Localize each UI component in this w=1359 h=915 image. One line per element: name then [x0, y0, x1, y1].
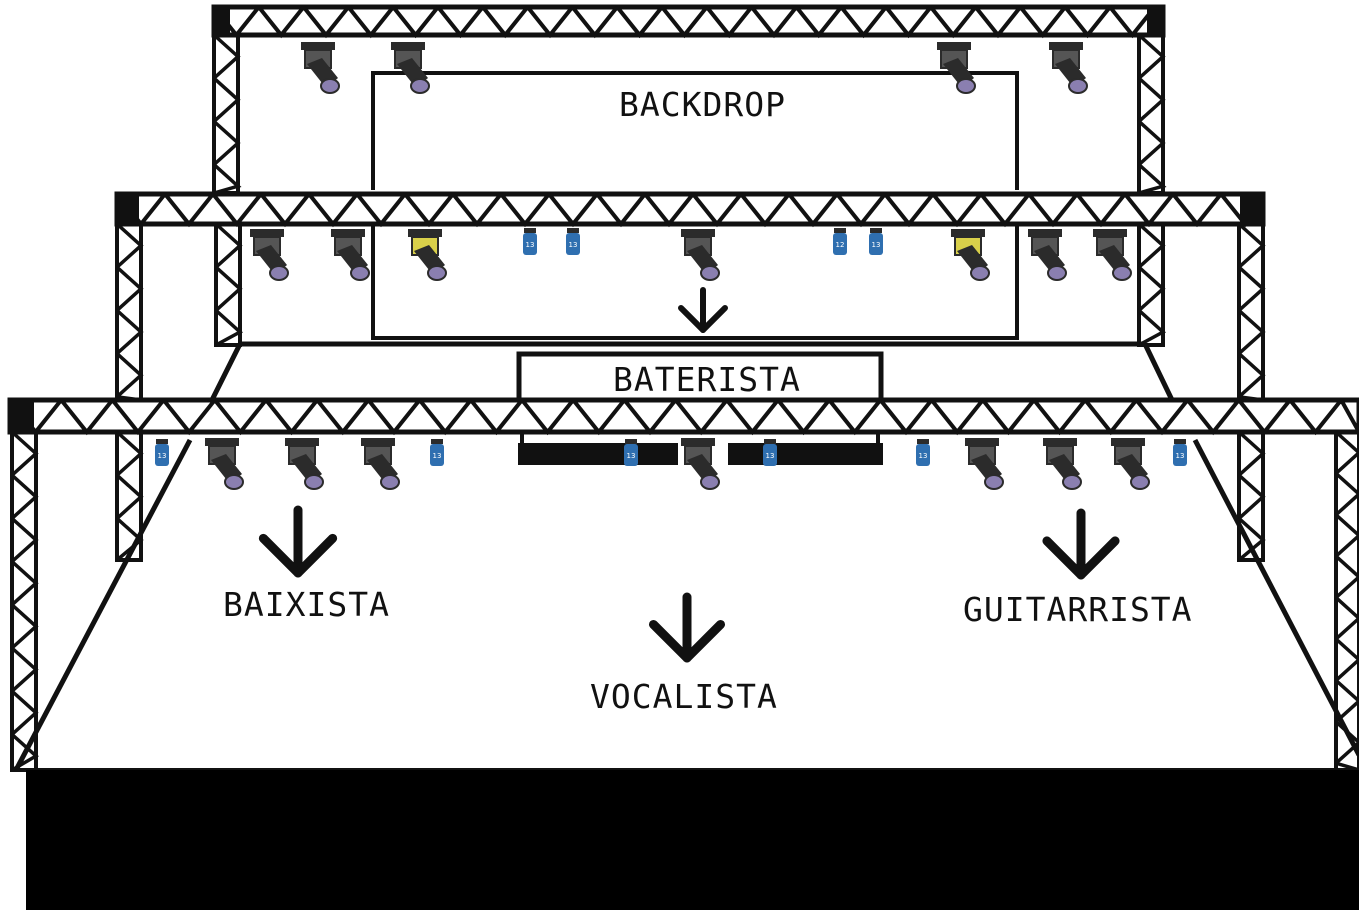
par-can-light-icon: 13 [430, 439, 444, 466]
svg-text:13: 13 [1176, 452, 1185, 460]
riser-bar-posts [520, 432, 880, 443]
arrow-down-icon [678, 287, 728, 333]
par-can-light-icon: 13 [869, 228, 883, 255]
moving-head-light-icon [681, 438, 720, 490]
svg-text:13: 13 [158, 452, 167, 460]
truss-mid-top [114, 191, 1266, 228]
arrow-layer [258, 287, 1120, 663]
backdrop-frame [371, 71, 1019, 190]
truss-mid-corner-left [117, 194, 139, 224]
stage-floor-right-edge [1192, 438, 1359, 757]
truss-back-top [211, 4, 1166, 39]
vocalist-label: VOCALISTA [590, 677, 778, 716]
moving-head-light-icon [285, 438, 324, 490]
par-can-light-icon: 13 [155, 439, 169, 466]
riser-bar-left [518, 443, 678, 465]
moving-head-light-icon [408, 229, 447, 281]
truss-mid-left-leg [115, 222, 144, 402]
moving-head-light-icon [250, 229, 289, 281]
guitarist-label: GUITARRISTA [963, 590, 1193, 629]
upper-stage-right-slope [1142, 342, 1175, 402]
truss-back-right-leg [1137, 33, 1167, 195]
truss-back-left-leg [212, 33, 242, 195]
arrow-down-icon [258, 505, 338, 578]
par-can-light-icon: 13 [763, 439, 777, 466]
truss-mid-inner-right-leg [1137, 222, 1167, 347]
bassist-label: BAIXISTA [223, 585, 390, 624]
truss-mid-inner-left-leg [214, 222, 244, 347]
frame-layer [13, 71, 1359, 772]
backdrop-label: BACKDROP [619, 85, 786, 124]
fixture-layer: 13 13 12 13 13 13 13 13 13 13 [155, 42, 1187, 490]
truss-front-top [7, 397, 1359, 437]
svg-text:13: 13 [919, 452, 928, 460]
par-can-light-icon: 13 [566, 228, 580, 255]
stage-deck-floor [26, 770, 1359, 910]
moving-head-light-icon [205, 438, 244, 490]
moving-head-light-icon [1093, 229, 1132, 281]
par-can-light-icon: 13 [624, 439, 638, 466]
par-can-light-icon: 13 [916, 439, 930, 466]
truss-back-corner-left [214, 7, 230, 37]
moving-head-light-icon [391, 42, 430, 94]
moving-head-light-icon [965, 438, 1004, 490]
moving-head-light-icon [361, 438, 400, 490]
drummer-label: BATERISTA [613, 360, 801, 399]
svg-text:13: 13 [627, 452, 636, 460]
moving-head-light-icon [301, 42, 340, 94]
truss-mid-right-leg [1237, 222, 1266, 402]
drum-riser-box [516, 351, 884, 403]
riser-bar-right [728, 443, 883, 465]
par-can-light-icon: 13 [523, 228, 537, 255]
svg-text:12: 12 [836, 241, 845, 249]
moving-head-light-icon [951, 229, 990, 281]
svg-text:13: 13 [766, 452, 775, 460]
moving-head-light-icon [1049, 42, 1088, 94]
svg-text:13: 13 [433, 452, 442, 460]
arrow-down-icon [1042, 508, 1120, 580]
moving-head-light-icon [937, 42, 976, 94]
stage-floor-left-edge [13, 438, 193, 772]
arrow-down-icon [648, 592, 726, 663]
truss-front-inner-right-leg [1237, 430, 1266, 562]
moving-head-light-icon [681, 229, 720, 281]
truss-back-corner-right [1147, 7, 1163, 37]
moving-head-light-icon [1028, 229, 1067, 281]
drum-area-frame [371, 224, 1019, 340]
truss-mid-corner-right [1240, 194, 1262, 224]
moving-head-light-icon [331, 229, 370, 281]
truss-front-corner-left [10, 400, 34, 432]
svg-text:13: 13 [569, 241, 578, 249]
svg-text:13: 13 [872, 241, 881, 249]
moving-head-light-icon [1043, 438, 1082, 490]
truss-front-left-leg [10, 430, 39, 772]
par-can-light-icon: 13 [1173, 439, 1187, 466]
upper-stage-left-slope [209, 342, 243, 402]
moving-head-light-icon [1111, 438, 1150, 490]
svg-text:13: 13 [526, 241, 535, 249]
par-can-light-icon: 12 [833, 228, 847, 255]
truss-layer [7, 4, 1359, 772]
